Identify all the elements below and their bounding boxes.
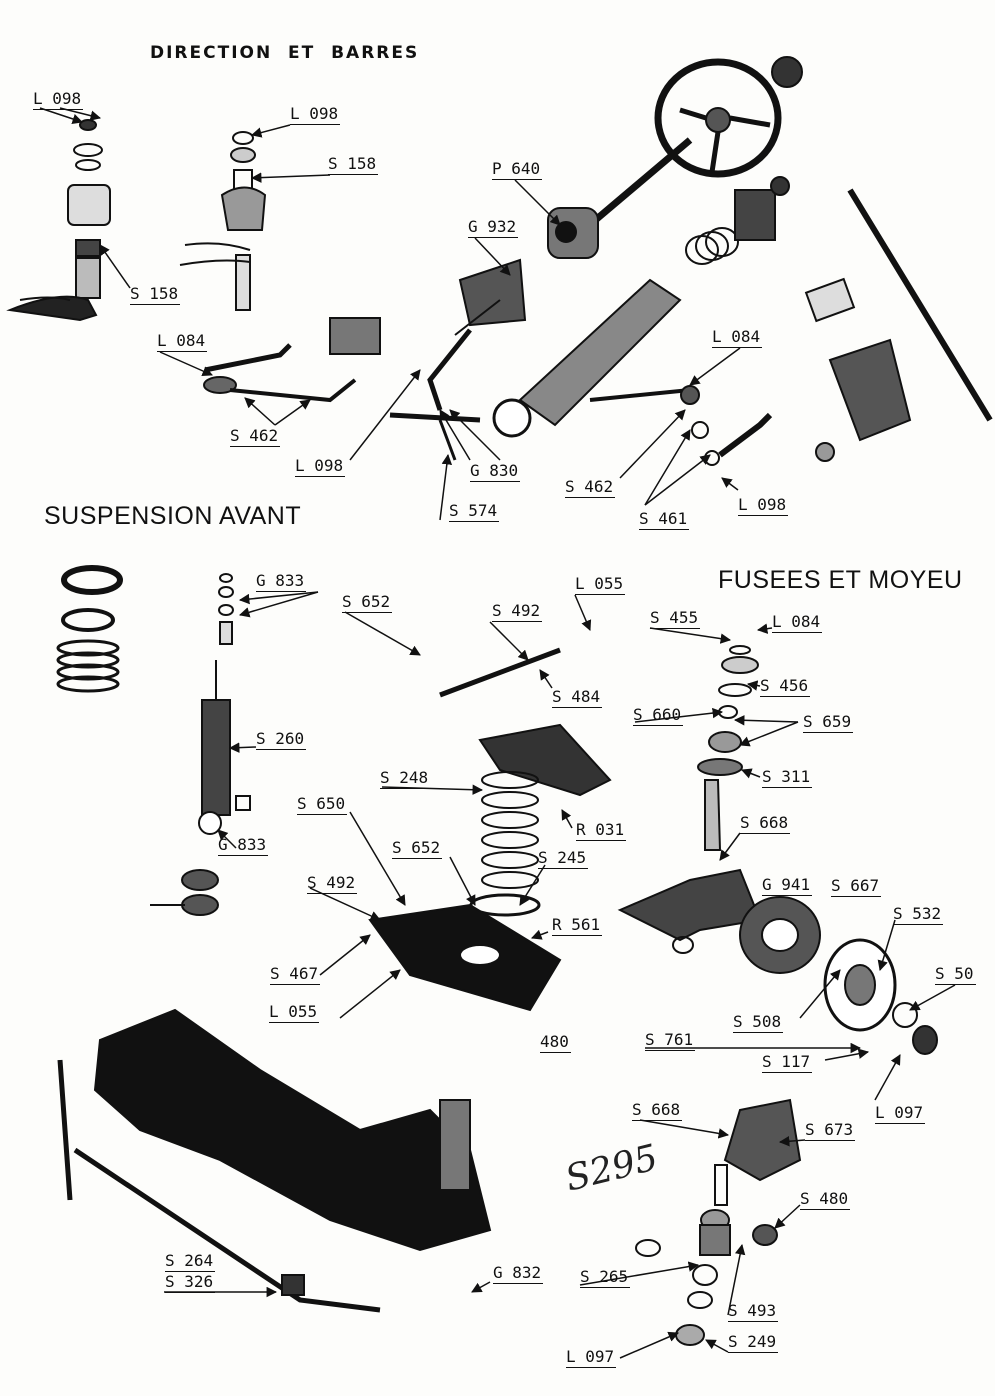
part-label: S 668 — [740, 813, 791, 834]
part-label: S 462 — [565, 477, 616, 498]
part-label: L 084 — [157, 331, 208, 352]
part-label: G 932 — [468, 217, 519, 238]
drag-link — [389, 412, 481, 461]
part-label: L 084 — [712, 327, 763, 348]
steering-column — [547, 137, 693, 259]
column-tube — [492, 278, 682, 438]
section-title-front-suspension: SUSPENSION AVANT — [44, 502, 302, 530]
part-label: S 508 — [733, 1012, 784, 1033]
part-label: S 326 — [165, 1272, 216, 1293]
column-spring — [685, 176, 790, 265]
steering-section-drawing — [6, 56, 993, 466]
part-label: L 098 — [33, 89, 84, 110]
part-label: S 574 — [449, 501, 500, 522]
part-label: S 248 — [380, 768, 431, 789]
part-label: S 532 — [893, 904, 944, 925]
part-label: S 673 — [805, 1120, 856, 1141]
part-label: S 50 — [935, 964, 976, 985]
part-label: 480 — [540, 1032, 571, 1053]
crossmember — [57, 1008, 492, 1313]
part-label: S 650 — [297, 794, 348, 815]
coil-spring — [469, 771, 541, 917]
ball-joint-center — [179, 131, 267, 311]
lower-arm — [368, 903, 562, 1012]
part-label: G 941 — [762, 875, 813, 896]
part-label: G 833 — [218, 835, 269, 856]
part-label: L 084 — [772, 612, 823, 633]
part-label: S 158 — [130, 284, 181, 305]
part-label: R 561 — [552, 915, 603, 936]
part-label: S 660 — [633, 705, 684, 726]
part-label: S 467 — [270, 964, 321, 985]
part-label: S 659 — [803, 712, 854, 733]
part-label: L 098 — [295, 456, 346, 477]
part-label: S 761 — [645, 1030, 696, 1051]
part-label: L 055 — [269, 1002, 320, 1023]
part-label: L 098 — [738, 495, 789, 516]
part-label: S 260 — [256, 729, 307, 750]
part-label: S 652 — [342, 592, 393, 613]
part-label: L 097 — [566, 1347, 617, 1368]
tie-rod-right — [589, 385, 773, 466]
ball-joint-left — [6, 119, 111, 322]
part-label: S 455 — [650, 608, 701, 629]
intermediate-shaft — [847, 188, 993, 422]
part-label: S 492 — [307, 873, 358, 894]
section-title-stub-axles: FUSEES ET MOYEU — [718, 566, 963, 594]
part-label: S 480 — [800, 1189, 851, 1210]
shock-absorber — [198, 573, 251, 835]
steering-box — [427, 258, 527, 411]
part-label: S 311 — [762, 767, 813, 788]
upper-arm — [439, 647, 612, 797]
part-label: S 245 — [538, 848, 589, 869]
part-label: S 456 — [760, 676, 811, 697]
part-label: P 640 — [492, 159, 543, 180]
part-label: S 667 — [831, 876, 882, 897]
part-label: S 117 — [762, 1052, 813, 1073]
part-label: S 493 — [728, 1301, 779, 1322]
spring-cups — [56, 565, 123, 693]
leader-arrows — [39, 107, 956, 1359]
part-label: L 055 — [575, 574, 626, 595]
section-title-steering: DIRECTION ET BARRES — [150, 43, 420, 63]
part-label: L 098 — [290, 104, 341, 125]
part-label: S 158 — [328, 154, 379, 175]
part-label: S 484 — [552, 687, 603, 708]
shock-mount-bushes — [150, 869, 219, 916]
suspension-section-drawing — [56, 565, 612, 1313]
part-label: S 249 — [728, 1332, 779, 1353]
part-label: S 265 — [580, 1267, 631, 1288]
part-label: S 264 — [165, 1251, 216, 1272]
part-label: R 031 — [576, 820, 627, 841]
part-label: G 830 — [470, 461, 521, 482]
brake-drum — [739, 896, 938, 1055]
tie-rod-left — [203, 317, 381, 403]
part-label: G 833 — [256, 571, 307, 592]
part-label: L 097 — [875, 1103, 926, 1124]
part-label: G 832 — [493, 1263, 544, 1284]
part-label: S 668 — [632, 1100, 683, 1121]
stub-axle — [617, 779, 762, 954]
hub-section-drawing — [617, 645, 938, 1346]
steering-wheel — [654, 56, 803, 178]
pinion-housing — [804, 277, 912, 462]
part-label: S 461 — [639, 509, 690, 530]
part-label: S 462 — [230, 426, 281, 447]
kingpin-top-stack — [697, 645, 759, 776]
part-label: S 652 — [392, 838, 443, 859]
part-label: S 492 — [492, 601, 543, 622]
